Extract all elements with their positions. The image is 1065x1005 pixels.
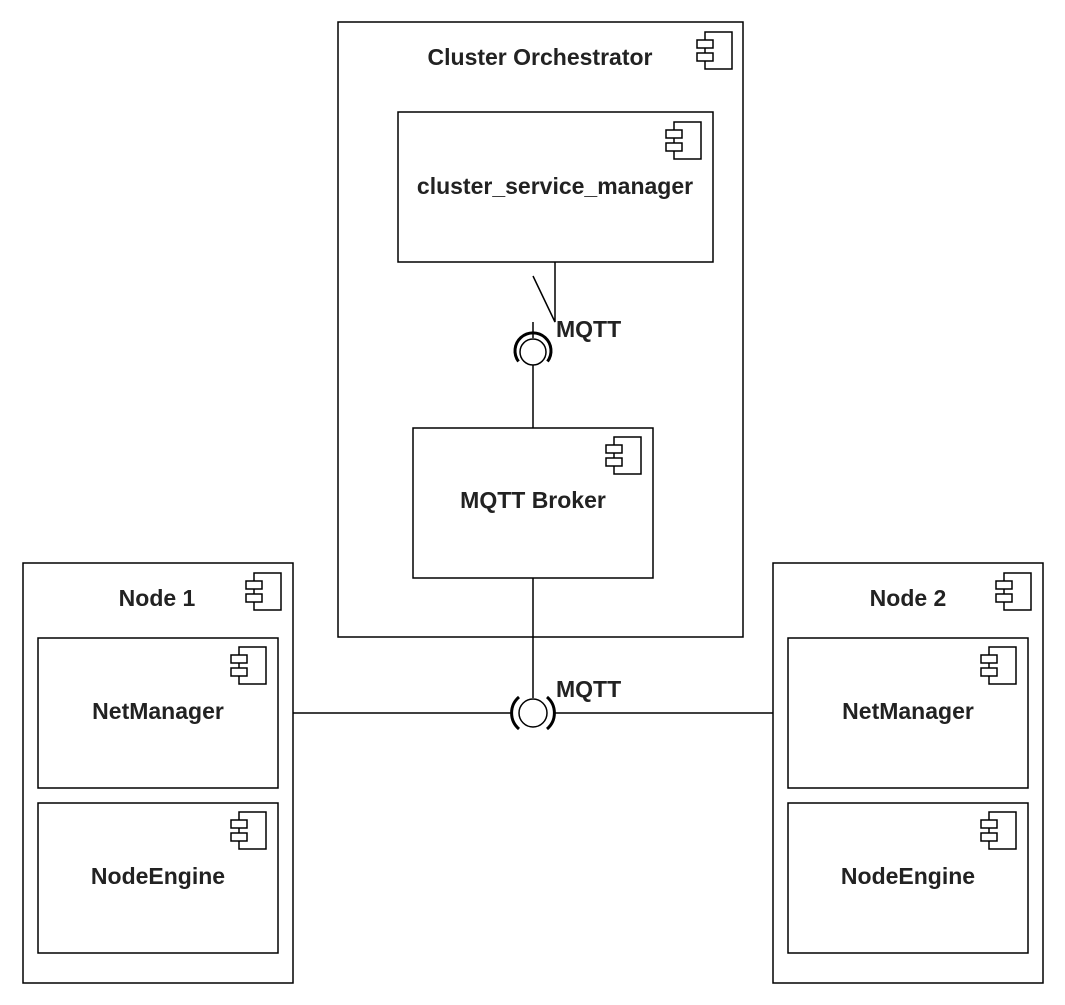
node-1-node-engine[interactable]: NodeEngine [37,802,279,954]
cluster-orchestrator-title: Cluster Orchestrator [428,44,653,70]
provided-ball-icon [518,698,548,728]
node-1-net-manager[interactable]: NetManager [37,637,279,789]
cluster-service-manager[interactable]: cluster_service_manager [397,111,714,263]
node-engine-title: NodeEngine [841,863,975,889]
mqtt-broker-title: MQTT Broker [460,487,606,513]
net-manager-title: NetManager [92,698,224,724]
node-2-net-manager[interactable]: NetManager [787,637,1029,789]
node-2-title: Node 2 [870,585,947,611]
mqtt-broker[interactable]: MQTT Broker [412,427,654,579]
component-icon [230,811,267,850]
cluster-service-manager-frame [397,111,714,263]
component-icon [696,31,733,70]
right-socket-icon [545,695,556,731]
left-socket-icon [510,695,521,731]
external-mqtt-interface[interactable]: MQTT [277,578,788,731]
internal-interface-label: MQTT [556,316,621,342]
component-icon [980,811,1017,850]
component-icon [605,436,642,475]
required-socket-icon [513,331,553,363]
internal-mqtt-interface[interactable]: MQTT [513,262,621,428]
node-1-title: Node 1 [119,585,196,611]
component-icon [665,121,702,160]
component-icon [230,646,267,685]
component-icon [245,572,282,611]
node-engine-title: NodeEngine [91,863,225,889]
provided-ball-icon [519,338,547,366]
node-2-node-engine[interactable]: NodeEngine [787,802,1029,954]
component-icon [980,646,1017,685]
external-interface-label: MQTT [556,676,621,702]
cluster-service-manager-title: cluster_service_manager [417,173,693,199]
net-manager-title: NetManager [842,698,974,724]
socket-connector [532,262,556,323]
component-icon [995,572,1032,611]
